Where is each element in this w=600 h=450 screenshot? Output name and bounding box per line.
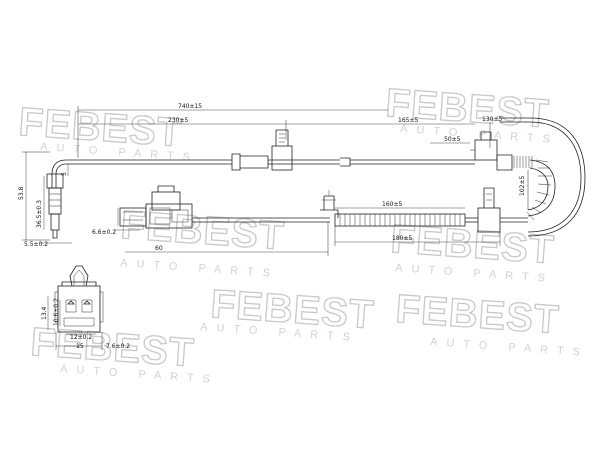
watermark-sub: AUTO PARTS <box>430 336 590 359</box>
dim-conn-height: 13.4 <box>41 306 48 320</box>
dim-connector-offset: 6.6±0.2 <box>92 229 116 236</box>
dim-conn-inner: 10.6±0.2 <box>53 298 60 326</box>
cable-connector: 6.6±0.2 <box>92 185 193 236</box>
dim-overall-length: 740±15 <box>178 103 202 110</box>
lower-right-grommet <box>477 187 501 233</box>
dim-sensor-neck: 5 <box>61 172 68 176</box>
dim-sensor-height: 53.8 <box>18 186 25 200</box>
dim-right-span: 165±5 <box>398 117 418 124</box>
dim-clip-height: 130±5 <box>482 116 502 123</box>
cable-u-bend: 102±5 <box>500 117 586 237</box>
dim-sleeve-right: 180±5 <box>392 235 412 242</box>
lower-clip <box>320 190 339 218</box>
connector-detail-view: 13.4 10.6±0.2 12±0.2 15 7.6±0.2 <box>41 265 130 350</box>
dim-sensor-body: 36.5±0.3 <box>36 200 43 228</box>
wheel-speed-sensor: 53.8 36.5±0.3 5 5.5±0.2 <box>18 151 76 248</box>
dim-sensor-tip: 5.5±0.2 <box>24 241 48 248</box>
upper-cable <box>76 129 533 171</box>
dim-conn-pin-span: 12±0.2 <box>70 334 92 341</box>
dim-connector-pos: 60 <box>155 245 163 252</box>
watermark-brand: FEBEST <box>394 287 560 342</box>
corrugated-sleeve-lower <box>334 213 466 227</box>
watermark-brand: FEBEST <box>119 203 285 258</box>
corrugated-sleeve-upper <box>496 154 533 171</box>
dim-sleeve-left: 160±5 <box>382 201 402 208</box>
dim-bend-height: 102±5 <box>519 176 526 196</box>
dim-conn-right: 7.6±0.2 <box>106 343 130 350</box>
upper-right-clip <box>470 131 498 161</box>
watermark-sub: AUTO PARTS <box>120 257 280 280</box>
dim-left-span: 230±5 <box>168 117 188 124</box>
dim-conn-width: 15 <box>76 343 84 350</box>
upper-clip <box>271 129 293 171</box>
lower-cable: 160±5 180±5 60 <box>125 187 528 256</box>
top-dimensions: 740±15 230±5 165±5 50±5 130±5 <box>77 103 502 158</box>
dim-clip-span: 50±5 <box>444 136 461 143</box>
